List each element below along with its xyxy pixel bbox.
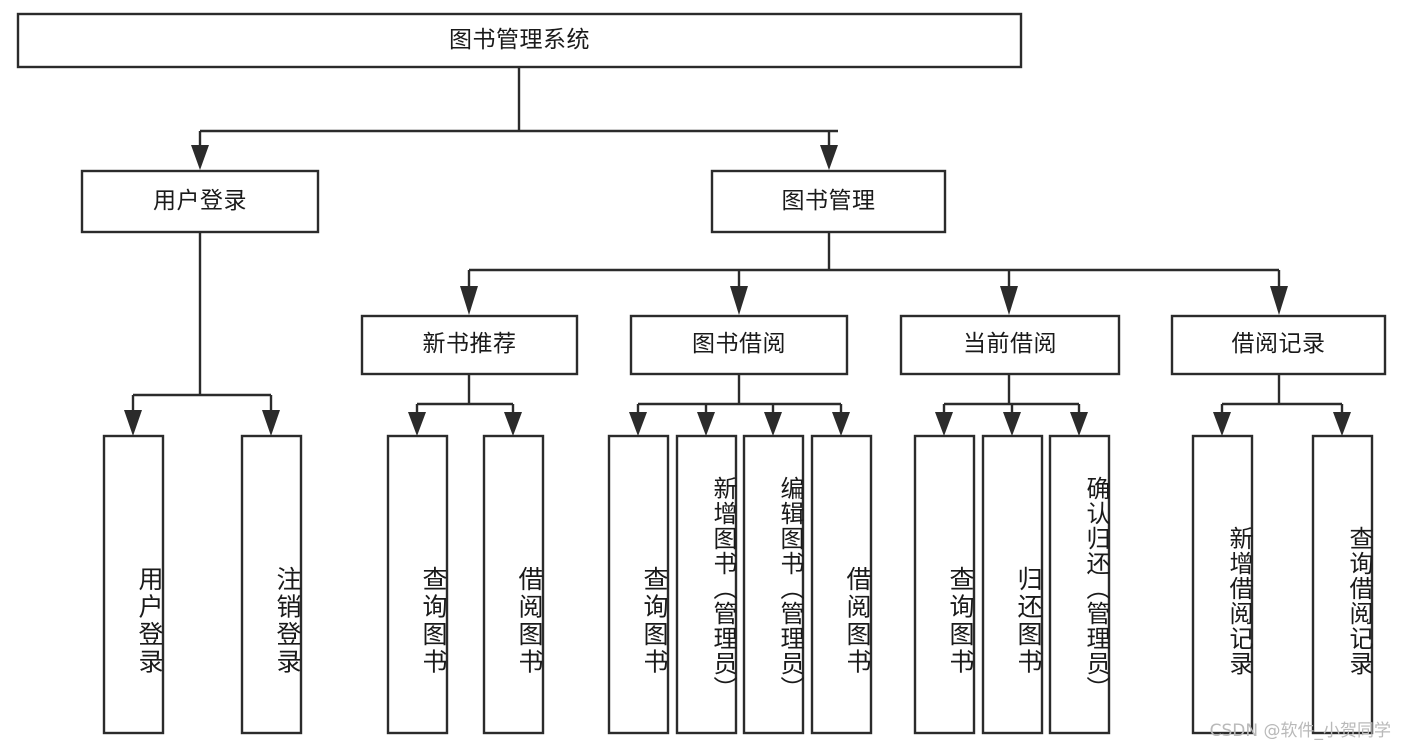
arrow-head-leaf-add-record xyxy=(1213,412,1231,436)
connector-group-root-to-level2 xyxy=(191,67,838,170)
node-box-book-management[interactable] xyxy=(710,169,947,234)
arrow-head-leaf-borrow-book-2 xyxy=(832,412,850,436)
node-box-leaf-borrow-book-2[interactable] xyxy=(810,434,873,735)
arrow-head-leaf-add-book xyxy=(697,412,715,436)
arrow-head-user-login xyxy=(191,145,209,170)
arrow-head-borrow-record xyxy=(1270,286,1288,315)
arrow-head-leaf-query-record xyxy=(1333,412,1351,436)
node-box-leaf-borrow-book-1[interactable] xyxy=(482,434,545,735)
arrow-head-leaf-return-book xyxy=(1003,412,1021,436)
node-box-user-login[interactable] xyxy=(80,169,320,234)
arrow-head-leaf-confirm-return xyxy=(1070,412,1088,436)
connector-group-borrow-record-to-leaves xyxy=(1213,374,1351,436)
node-box-root[interactable] xyxy=(16,12,1023,69)
connector-group-current-borrow-to-leaves xyxy=(935,374,1088,436)
node-box-leaf-add-book[interactable] xyxy=(675,434,738,735)
node-box-leaf-add-record[interactable] xyxy=(1191,434,1254,735)
node-box-new-book-recommend[interactable] xyxy=(360,314,579,376)
node-box-leaf-user-login[interactable] xyxy=(102,434,165,735)
connector-group-user-login-to-leaves xyxy=(124,232,280,436)
arrow-head-book-borrow xyxy=(730,286,748,315)
arrow-head-current-borrow xyxy=(1000,286,1018,315)
node-box-borrow-record[interactable] xyxy=(1170,314,1387,376)
node-box-leaf-edit-book[interactable] xyxy=(742,434,805,735)
arrow-head-leaf-user-login xyxy=(124,410,142,436)
connector-group-book-borrow-to-leaves xyxy=(629,374,850,436)
connector-group-new-book-recommend-to-leaves xyxy=(408,374,522,436)
node-box-leaf-logout-login[interactable] xyxy=(240,434,303,735)
node-box-leaf-return-book[interactable] xyxy=(981,434,1044,735)
arrow-head-leaf-logout-login xyxy=(262,410,280,436)
arrow-head-leaf-query-book-1 xyxy=(408,412,426,436)
node-box-leaf-confirm-return[interactable] xyxy=(1048,434,1111,735)
node-box-leaf-query-book-1[interactable] xyxy=(386,434,449,735)
node-box-leaf-query-book-3[interactable] xyxy=(913,434,976,735)
node-box-leaf-query-record[interactable] xyxy=(1311,434,1374,735)
node-box-book-borrow[interactable] xyxy=(629,314,849,376)
arrow-head-leaf-edit-book xyxy=(764,412,782,436)
node-box-current-borrow[interactable] xyxy=(899,314,1121,376)
arrow-head-leaf-query-book-2 xyxy=(629,412,647,436)
arrow-head-leaf-borrow-book-1 xyxy=(504,412,522,436)
arrow-head-leaf-query-book-3 xyxy=(935,412,953,436)
node-box-leaf-query-book-2[interactable] xyxy=(607,434,670,735)
arrow-head-book-management xyxy=(820,145,838,170)
arrow-head-new-book-recommend xyxy=(460,286,478,315)
connector-group-book-management-to-level3 xyxy=(460,232,1288,315)
